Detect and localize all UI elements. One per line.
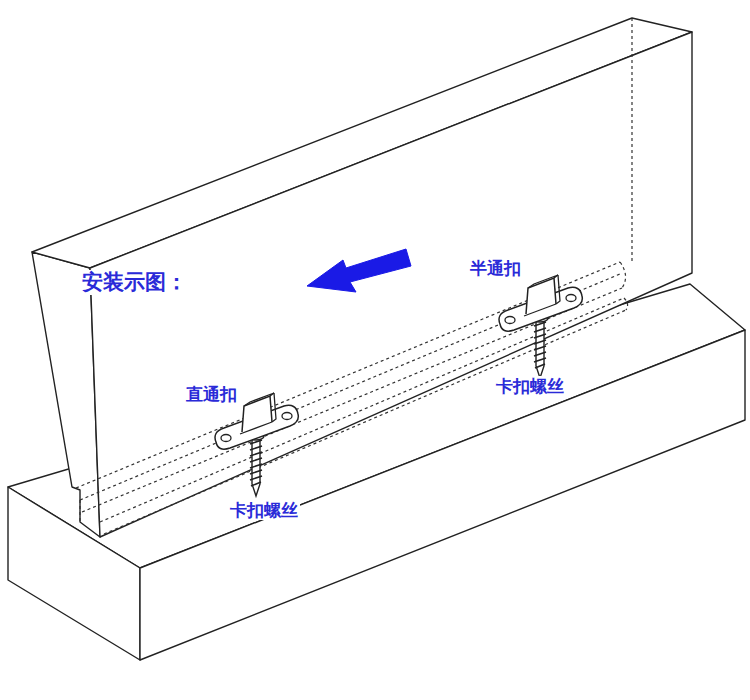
diagram-title: 安装示图： bbox=[80, 270, 189, 295]
part-name: 半通扣 bbox=[468, 258, 523, 278]
hidden-lines bbox=[76, 18, 632, 534]
part-name: 直通扣 bbox=[184, 384, 239, 404]
half-clip bbox=[499, 275, 582, 378]
direction-arrow bbox=[307, 249, 411, 292]
part-name: 卡扣螺丝 bbox=[494, 376, 566, 396]
straight-clip bbox=[215, 393, 298, 496]
part-name: 卡扣螺丝 bbox=[228, 500, 300, 520]
